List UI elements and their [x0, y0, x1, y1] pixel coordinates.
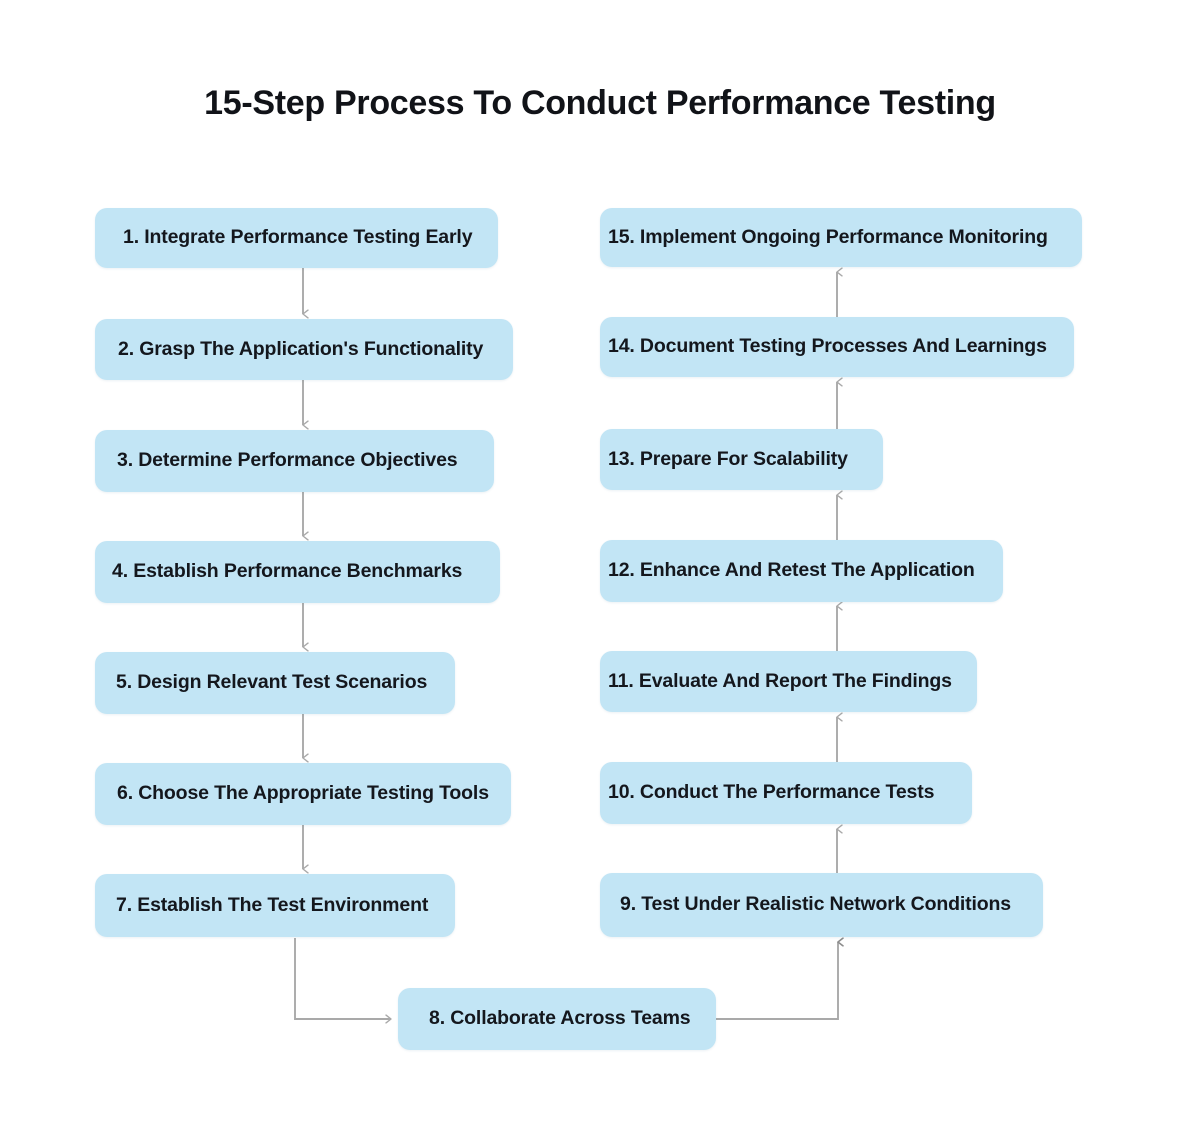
flow-node-label: 11. Evaluate And Report The Findings: [608, 669, 952, 692]
flow-node-step-4[interactable]: 4. Establish Performance Benchmarks: [95, 541, 500, 603]
flow-node-step-5[interactable]: 5. Design Relevant Test Scenarios: [95, 652, 455, 714]
edge-8-9: [716, 942, 838, 1020]
flow-node-step-1[interactable]: 1. Integrate Performance Testing Early: [95, 208, 498, 268]
flow-node-step-13[interactable]: 13. Prepare For Scalability: [600, 429, 883, 490]
flow-node-step-14[interactable]: 14. Document Testing Processes And Learn…: [600, 317, 1074, 377]
page-title: 15-Step Process To Conduct Performance T…: [204, 84, 996, 122]
edge-7-8: [294, 938, 391, 1019]
flow-node-step-8[interactable]: 8. Collaborate Across Teams: [398, 988, 716, 1050]
flow-node-label: 4. Establish Performance Benchmarks: [112, 560, 463, 583]
flow-node-step-6[interactable]: 6. Choose The Appropriate Testing Tools: [95, 763, 511, 825]
flow-node-step-10[interactable]: 10. Conduct The Performance Tests: [600, 762, 972, 824]
flow-node-step-11[interactable]: 11. Evaluate And Report The Findings: [600, 651, 977, 712]
flow-node-step-3[interactable]: 3. Determine Performance Objectives: [95, 430, 494, 492]
flow-node-label: 3. Determine Performance Objectives: [117, 449, 458, 472]
flow-node-label: 2. Grasp The Application's Functionality: [118, 337, 484, 360]
flow-node-label: 14. Document Testing Processes And Learn…: [608, 335, 1047, 358]
flow-node-step-15[interactable]: 15. Implement Ongoing Performance Monito…: [600, 208, 1082, 267]
flow-node-step-7[interactable]: 7. Establish The Test Environment: [95, 874, 455, 937]
flow-node-label: 13. Prepare For Scalability: [608, 447, 848, 470]
flow-node-label: 12. Enhance And Retest The Application: [608, 559, 975, 582]
flow-node-label: 1. Integrate Performance Testing Early: [123, 226, 473, 249]
flow-node-label: 8. Collaborate Across Teams: [429, 1007, 691, 1030]
flow-node-step-12[interactable]: 12. Enhance And Retest The Application: [600, 540, 1003, 602]
flow-node-step-9[interactable]: 9. Test Under Realistic Network Conditio…: [600, 873, 1043, 937]
flow-node-label: 7. Establish The Test Environment: [116, 893, 429, 916]
flow-node-step-2[interactable]: 2. Grasp The Application's Functionality: [95, 319, 513, 380]
flow-node-label: 6. Choose The Appropriate Testing Tools: [117, 782, 489, 805]
flow-node-label: 15. Implement Ongoing Performance Monito…: [608, 225, 1048, 248]
flow-node-label: 9. Test Under Realistic Network Conditio…: [620, 893, 1011, 916]
flow-node-label: 10. Conduct The Performance Tests: [608, 781, 935, 804]
flow-node-label: 5. Design Relevant Test Scenarios: [116, 671, 428, 694]
